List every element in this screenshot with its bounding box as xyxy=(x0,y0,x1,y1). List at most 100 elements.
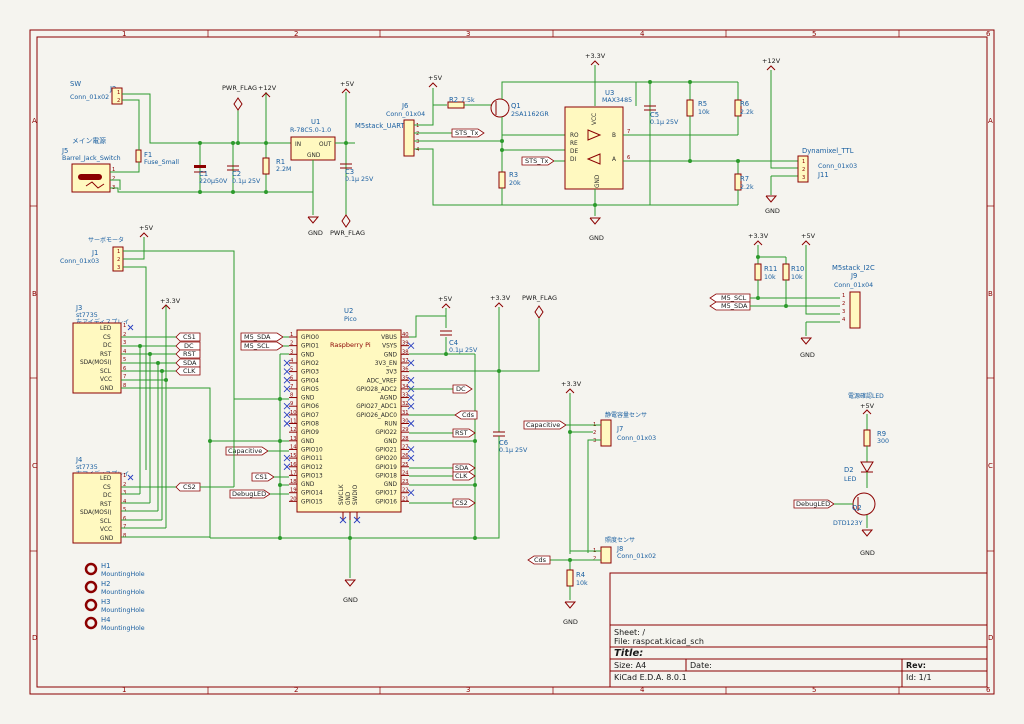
svg-text:C6: C6 xyxy=(499,439,508,447)
svg-text:2: 2 xyxy=(112,176,115,182)
pico-pin-label-left: GPIO11 xyxy=(301,456,323,462)
pico-pin-label-right: GPIO19 xyxy=(375,465,397,471)
svg-text:1: 1 xyxy=(416,123,419,129)
svg-text:M5_SCL: M5_SCL xyxy=(721,294,747,302)
svg-text:CS1: CS1 xyxy=(183,333,196,341)
svg-text:10k: 10k xyxy=(764,274,776,281)
pico-pin-label-left: GPIO1 xyxy=(301,344,319,350)
svg-text:Q1: Q1 xyxy=(511,102,521,110)
svg-text:J1: J1 xyxy=(91,249,98,257)
pico-pin-number-left: 19 xyxy=(290,488,297,494)
svg-text:2: 2 xyxy=(294,686,298,694)
svg-text:6: 6 xyxy=(986,686,991,694)
fuse-icon[interactable] xyxy=(135,149,142,163)
svg-text:6: 6 xyxy=(627,155,630,161)
j9-connector[interactable] xyxy=(849,291,861,329)
svg-text:A: A xyxy=(32,117,37,125)
r10-resistor[interactable] xyxy=(782,263,790,281)
r3-resistor[interactable] xyxy=(498,171,506,189)
svg-text:2.2k: 2.2k xyxy=(740,184,754,191)
u2-raspberry-pi-pico[interactable] xyxy=(296,329,402,513)
svg-text:R10: R10 xyxy=(791,265,804,273)
j2-value: Conn_01x02 xyxy=(70,94,109,101)
svg-text:4: 4 xyxy=(640,686,645,694)
pico-pin-label-right: VSYS xyxy=(382,344,397,350)
svg-text:C: C xyxy=(988,462,993,470)
r9-resistor[interactable] xyxy=(863,429,871,447)
pico-pin-number-left: 10 xyxy=(290,410,297,416)
svg-text:C3: C3 xyxy=(345,168,354,176)
svg-text:2: 2 xyxy=(117,257,120,263)
j11-connector[interactable] xyxy=(797,155,809,183)
svg-text:4: 4 xyxy=(123,499,127,505)
svg-text:GND: GND xyxy=(308,229,323,237)
j5-note: メイン電源 xyxy=(72,136,106,145)
svg-text:7: 7 xyxy=(627,129,630,135)
svg-text:J4: J4 xyxy=(75,456,82,464)
j8-connector[interactable] xyxy=(600,546,612,564)
label-sts-tx-1 xyxy=(451,128,485,138)
pico-pin-label-right: 3V3_EN xyxy=(375,361,397,367)
svg-text:VCC: VCC xyxy=(100,377,112,383)
r5-resistor[interactable] xyxy=(686,99,694,117)
label-rst-pico xyxy=(452,428,476,438)
pico-pin-label-left: GPIO7 xyxy=(301,413,319,419)
pico-pin-label-right: VBUS xyxy=(381,335,397,341)
svg-text:2: 2 xyxy=(123,332,126,338)
svg-text:1: 1 xyxy=(117,249,120,255)
svg-text:GND: GND xyxy=(307,153,321,159)
j6-title: M5stack_UART xyxy=(355,122,405,130)
svg-text:サーボモータ: サーボモータ xyxy=(88,236,124,244)
pico-pin-number-right: 38 xyxy=(402,349,409,355)
j6-connector[interactable] xyxy=(403,119,415,157)
svg-text:DI: DI xyxy=(570,157,576,163)
label-debugled-q2 xyxy=(793,499,835,509)
pico-pin-number-right: 40 xyxy=(402,332,409,338)
svg-text:Conn_01x03: Conn_01x03 xyxy=(818,163,857,170)
pico-pin-number-left: 13 xyxy=(290,436,297,442)
j3-display-left[interactable] xyxy=(72,322,122,394)
pico-pin-number-right: 30 xyxy=(402,419,409,425)
svg-text:H4: H4 xyxy=(101,616,110,624)
svg-text:0.1µ 25V: 0.1µ 25V xyxy=(232,178,261,185)
svg-text:R4: R4 xyxy=(576,571,585,579)
j7-connector[interactable] xyxy=(600,419,612,447)
no-connect-marker xyxy=(407,376,415,384)
svg-text:2: 2 xyxy=(593,556,596,562)
pico-pin-number-left: 5 xyxy=(290,367,293,373)
svg-text:+5V: +5V xyxy=(801,232,816,240)
svg-text:Q2: Q2 xyxy=(852,504,862,512)
r11-resistor[interactable] xyxy=(754,263,762,281)
label-cds-sensor xyxy=(527,555,551,565)
svg-text:LED: LED xyxy=(100,326,112,332)
svg-text:PWR_FLAG: PWR_FLAG xyxy=(330,229,365,237)
j4-display-right[interactable] xyxy=(72,472,122,544)
pico-pin-label-right: GPIO26_ADC0 xyxy=(356,413,397,419)
no-connect-marker xyxy=(283,463,291,471)
svg-text:10k: 10k xyxy=(791,274,803,281)
svg-text:GND: GND xyxy=(100,536,114,542)
svg-text:DC: DC xyxy=(103,343,112,349)
svg-text:MountingHole: MountingHole xyxy=(101,625,145,632)
j2-connector[interactable] xyxy=(111,87,123,105)
tb-title: Title: xyxy=(614,648,643,659)
pico-pin-label-right: 3V3 xyxy=(386,370,398,376)
pico-pin-number-right: 28 xyxy=(402,436,409,442)
svg-text:U1: U1 xyxy=(311,118,320,126)
pico-pin-label-left: GND xyxy=(301,482,315,488)
label-cds-pico xyxy=(454,410,478,420)
svg-text:3: 3 xyxy=(123,340,126,346)
no-connect-marker xyxy=(283,420,291,427)
svg-text:0.1µ 25V: 0.1µ 25V xyxy=(449,347,478,354)
label-cs1 xyxy=(175,332,201,342)
svg-text:IN: IN xyxy=(295,142,301,148)
pico-pin-label-left: GPIO5 xyxy=(301,387,319,393)
r1-resistor[interactable] xyxy=(262,157,270,175)
svg-text:F1: F1 xyxy=(144,151,152,159)
no-connect-marker xyxy=(407,454,415,462)
r4-resistor[interactable] xyxy=(566,569,574,587)
u3-max3485[interactable] xyxy=(564,106,624,190)
